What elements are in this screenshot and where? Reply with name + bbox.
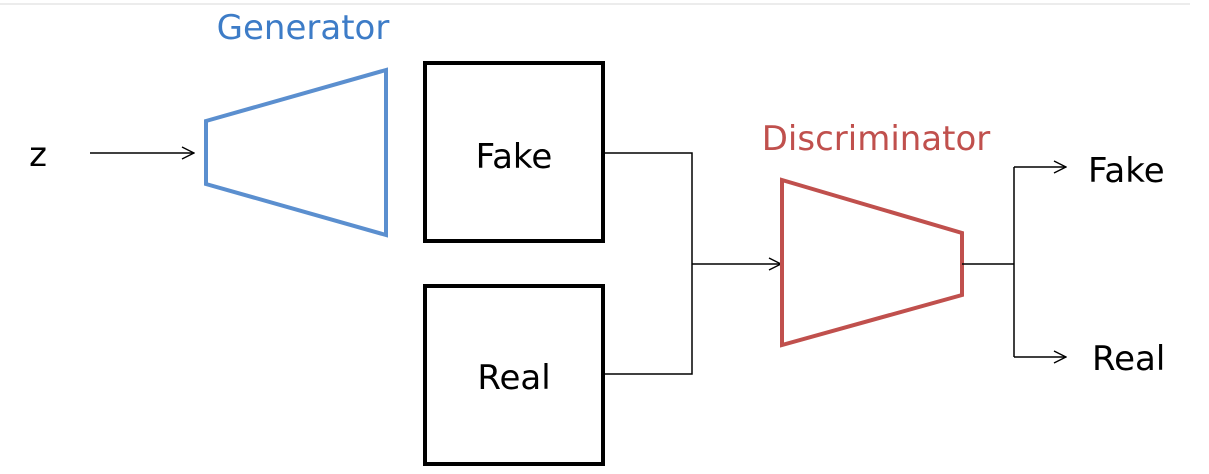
fake-connector bbox=[605, 152, 693, 264]
fake-box-label: Fake bbox=[476, 137, 553, 177]
real-connector bbox=[605, 264, 693, 375]
generator-title: Generator bbox=[217, 8, 390, 48]
output-real-label: Real bbox=[1092, 339, 1165, 379]
discriminator-shape bbox=[780, 177, 964, 348]
real-box bbox=[423, 284, 605, 466]
fake-box bbox=[423, 61, 605, 243]
output-fake-label: Fake bbox=[1088, 151, 1165, 191]
discriminator-title: Discriminator bbox=[762, 119, 991, 159]
input-z-label: z bbox=[29, 135, 47, 175]
real-box-label: Real bbox=[477, 358, 550, 398]
generator-shape bbox=[204, 67, 388, 238]
